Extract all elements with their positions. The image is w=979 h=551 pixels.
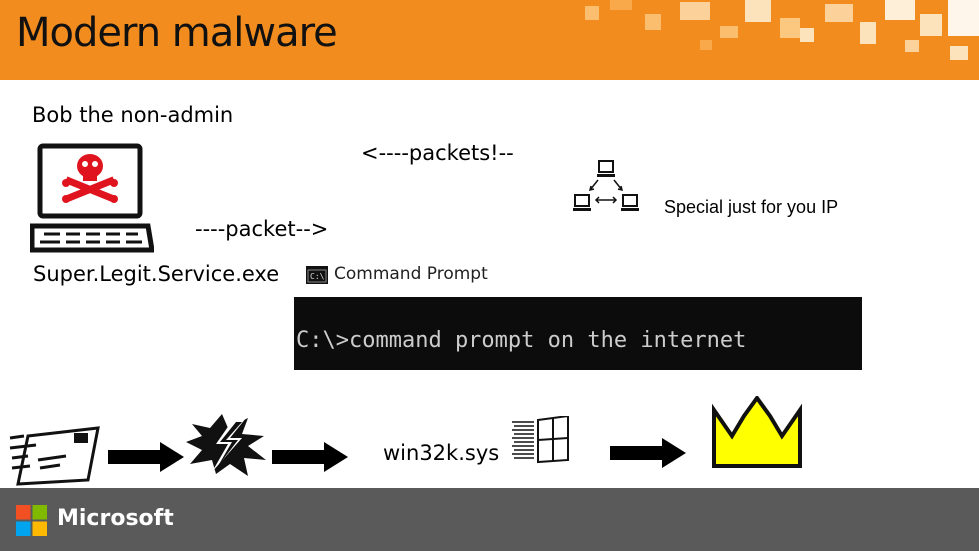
microsoft-brand: Microsoft bbox=[57, 506, 174, 531]
header-decoration bbox=[948, 0, 979, 36]
header-decoration bbox=[885, 0, 915, 20]
infected-laptop-icon bbox=[30, 143, 154, 253]
arrow-right-icon bbox=[610, 438, 686, 468]
header-decoration bbox=[745, 0, 771, 22]
command-prompt-title: Command Prompt bbox=[334, 264, 488, 284]
service-label: Super.Legit.Service.exe bbox=[33, 262, 280, 286]
arrow-right-icon bbox=[272, 442, 348, 472]
header-decoration bbox=[585, 6, 599, 20]
header-decoration bbox=[860, 22, 876, 44]
command-prompt-console[interactable] bbox=[294, 297, 862, 370]
header-decoration bbox=[950, 46, 968, 60]
header-decoration bbox=[800, 28, 814, 42]
header-decoration bbox=[920, 14, 942, 36]
header-decoration bbox=[700, 40, 712, 50]
svg-text:C:\: C:\ bbox=[310, 272, 325, 281]
header-decoration bbox=[780, 18, 800, 38]
slide-header: Modern malware bbox=[0, 0, 979, 80]
slide-footer bbox=[0, 488, 979, 551]
crown-icon bbox=[712, 396, 802, 468]
header-decoration bbox=[905, 40, 919, 52]
skull-icon bbox=[62, 154, 118, 203]
win32k-label: win32k.sys bbox=[383, 441, 500, 465]
microsoft-logo-icon bbox=[16, 505, 47, 536]
exploit-burst-icon bbox=[186, 414, 266, 476]
bob-label: Bob the non-admin bbox=[32, 103, 234, 127]
command-prompt-line: C:\>command prompt on the internet bbox=[296, 328, 747, 353]
windows-logo-icon bbox=[512, 416, 569, 464]
header-decoration bbox=[645, 14, 661, 30]
header-decoration bbox=[680, 2, 710, 20]
packet-out-label: ----packet--> bbox=[195, 217, 329, 241]
slide-title: Modern malware bbox=[16, 10, 338, 56]
network-icon bbox=[573, 160, 639, 211]
header-decoration bbox=[720, 26, 738, 38]
arrow-right-icon bbox=[108, 442, 184, 472]
header-decoration bbox=[825, 4, 853, 22]
header-decoration bbox=[610, 0, 632, 10]
packets-in-label: <----packets!-- bbox=[361, 141, 514, 165]
ip-label: Special just for you IP bbox=[664, 197, 839, 217]
email-icon bbox=[9, 426, 100, 486]
command-prompt-icon: C:\ bbox=[306, 266, 328, 284]
